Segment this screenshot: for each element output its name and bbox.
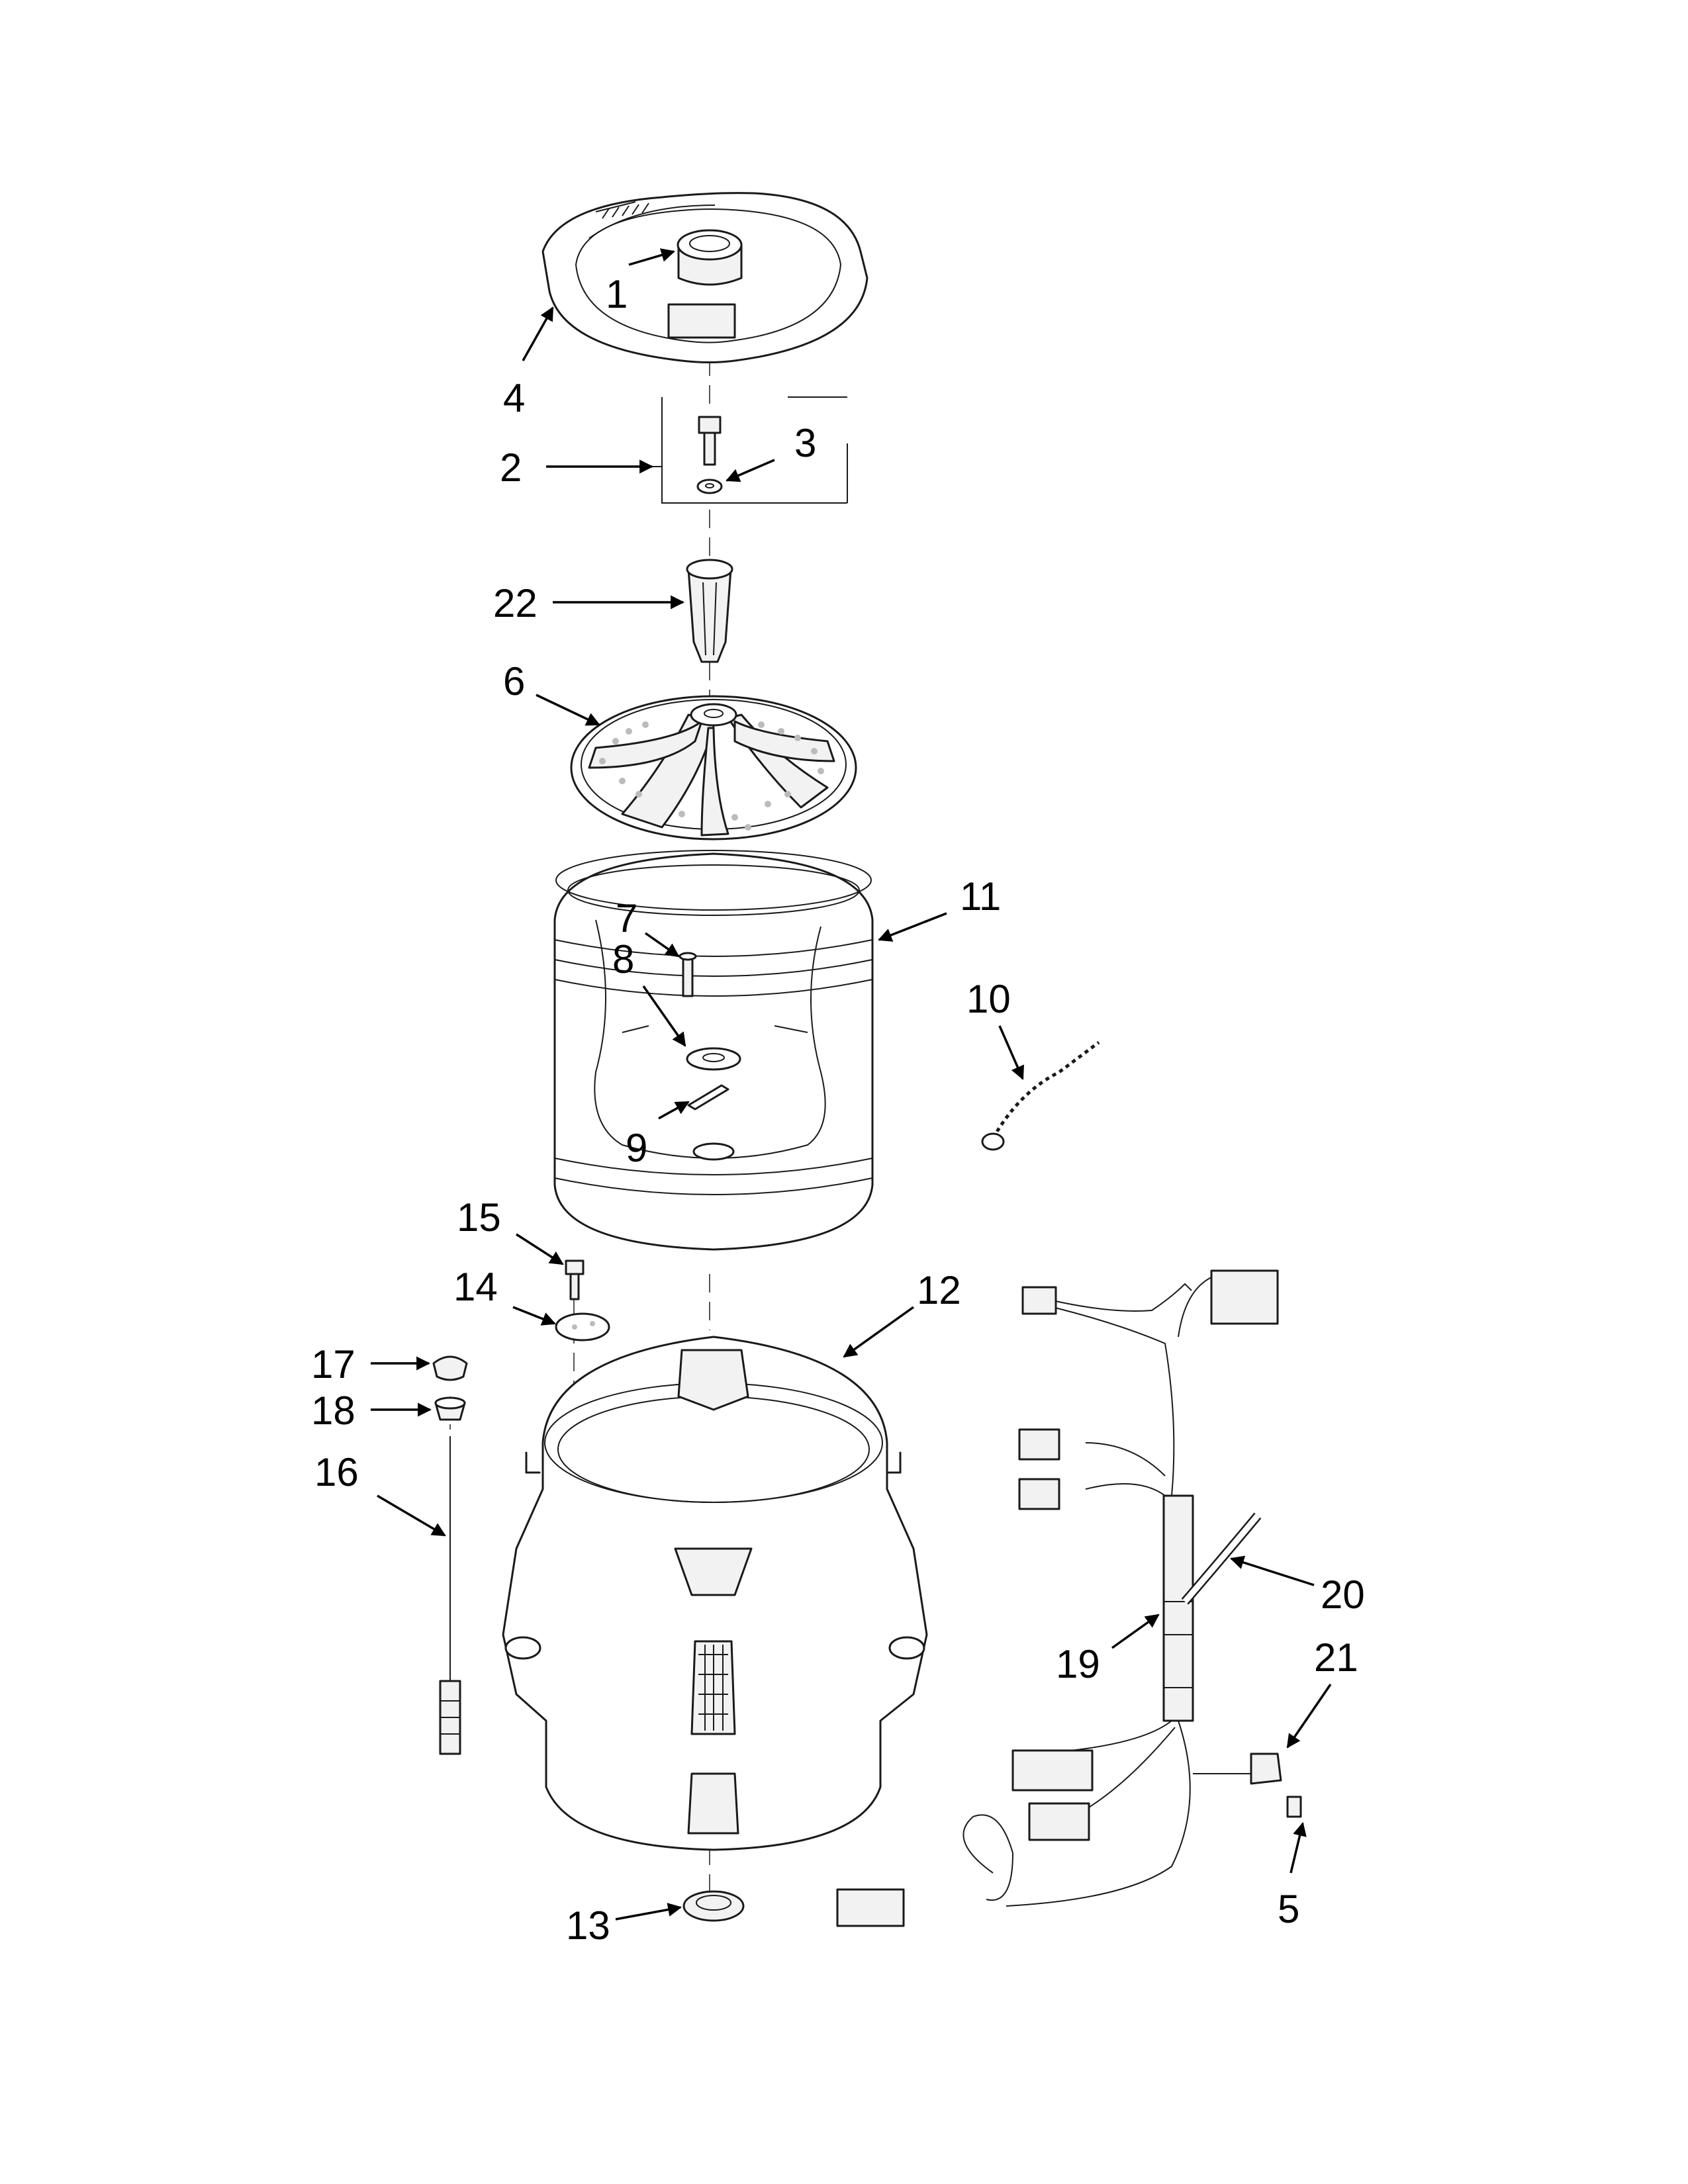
callout-19: 19 xyxy=(1056,1642,1100,1686)
callout-7: 7 xyxy=(616,896,637,940)
tub-grille xyxy=(698,1645,728,1731)
outer-tub-part xyxy=(502,1336,928,1851)
hub-part xyxy=(686,1047,741,1071)
grille-ribs xyxy=(602,203,649,219)
leader-8 xyxy=(642,985,686,1047)
leader-1 xyxy=(628,248,676,266)
callout-5: 5 xyxy=(1278,1887,1299,1931)
leader-14 xyxy=(512,1306,556,1326)
callout-20: 20 xyxy=(1321,1572,1365,1617)
callout-12: 12 xyxy=(917,1268,961,1312)
bracket-part xyxy=(555,1312,610,1342)
hub-screw-part xyxy=(679,952,697,997)
leader-20 xyxy=(1229,1555,1315,1586)
bolt-kit-part xyxy=(652,396,848,504)
impeller-holes xyxy=(599,721,824,831)
callout-4: 4 xyxy=(503,376,525,420)
leader-12 xyxy=(843,1306,915,1358)
callout-1: 1 xyxy=(606,272,628,316)
leader-7 xyxy=(644,932,680,958)
leader-9 xyxy=(658,1101,690,1120)
suspension-rod-part xyxy=(439,1436,461,1755)
callout-13: 13 xyxy=(566,1903,610,1948)
leader-3 xyxy=(726,459,775,482)
callout-14: 14 xyxy=(453,1265,498,1309)
impeller-part xyxy=(570,695,857,841)
callout-10: 10 xyxy=(966,977,1011,1021)
drive-shaft-adapter-part xyxy=(686,559,733,663)
leader-15 xyxy=(516,1233,564,1265)
callout-6: 6 xyxy=(503,659,525,704)
callout-22: 22 xyxy=(493,581,538,625)
callout-2: 2 xyxy=(500,445,522,490)
leader-4 xyxy=(522,306,554,361)
callout-21: 21 xyxy=(1314,1635,1358,1680)
callout-9: 9 xyxy=(626,1126,647,1170)
callout-16: 16 xyxy=(314,1450,359,1494)
leader-5 xyxy=(1289,1821,1307,1874)
ground-strap-part xyxy=(981,1040,1100,1151)
leader-arrows xyxy=(371,248,1332,1921)
ball-socket-part xyxy=(434,1396,466,1421)
callout-labels: 1 2 3 4 5 6 7 8 9 10 11 12 13 14 15 16 1… xyxy=(311,272,1365,1948)
bracket-screw-part xyxy=(565,1259,585,1300)
callout-3: 3 xyxy=(794,421,816,465)
callout-8: 8 xyxy=(612,937,634,981)
clip-part xyxy=(687,1084,729,1111)
callout-15: 15 xyxy=(457,1195,501,1240)
callout-11: 11 xyxy=(960,874,1001,919)
leader-21 xyxy=(1286,1684,1332,1749)
leader-13 xyxy=(615,1903,682,1921)
callout-18: 18 xyxy=(311,1388,355,1433)
leader-10 xyxy=(998,1025,1025,1080)
wire-harness-part xyxy=(836,1269,1302,1927)
agitator-cap-part xyxy=(677,229,743,286)
leader-19 xyxy=(1111,1614,1160,1649)
leader-16 xyxy=(377,1494,446,1537)
tub-seal-part xyxy=(682,1890,745,1922)
callout-17: 17 xyxy=(311,1342,355,1387)
suspension-cap-part xyxy=(432,1355,468,1381)
leader-11 xyxy=(878,912,947,942)
leader-6 xyxy=(536,694,600,726)
